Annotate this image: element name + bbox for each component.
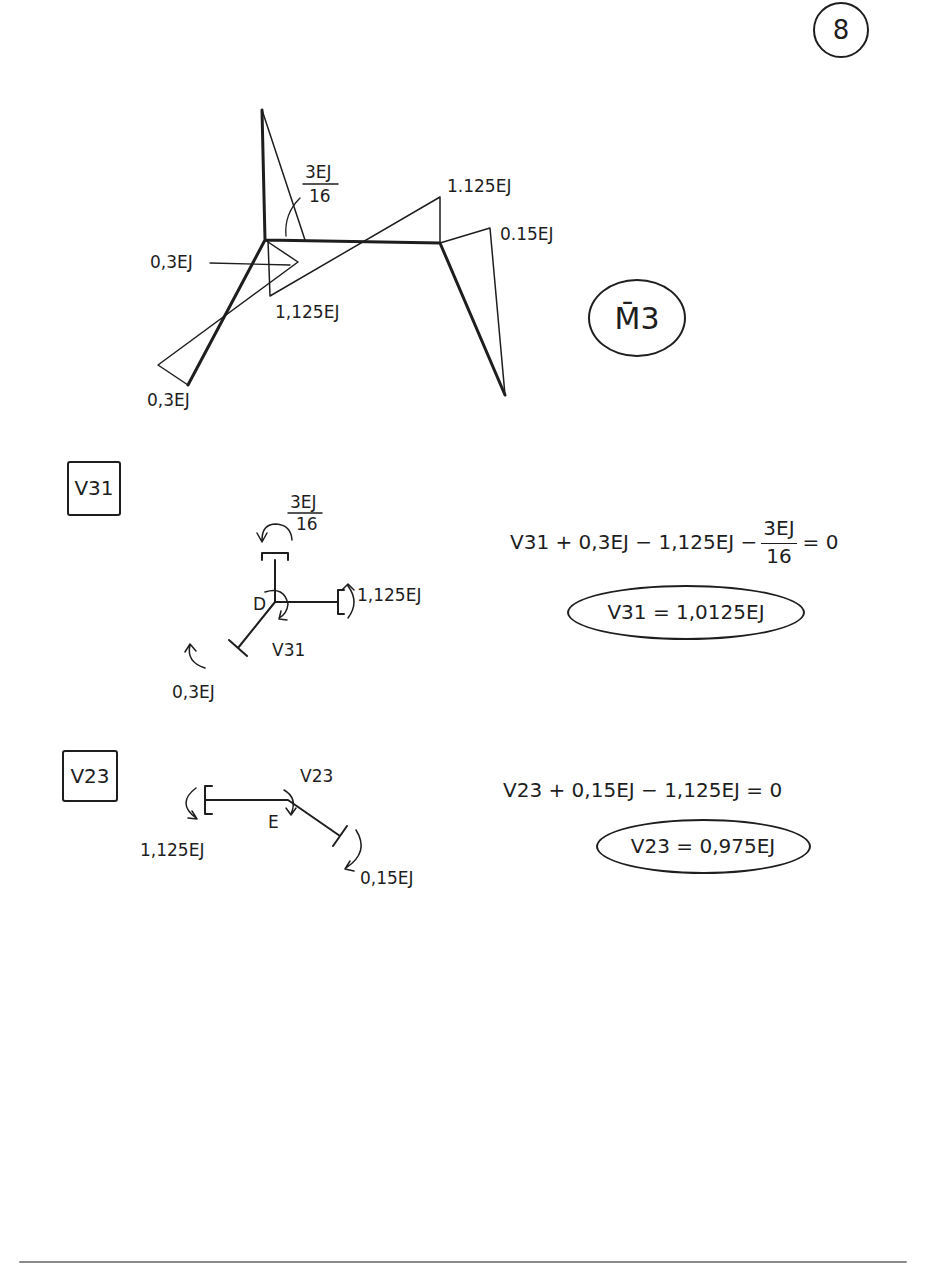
node-text: V31 [74,476,113,500]
moment-arrow [186,788,197,819]
moment-value: 1,125EJ [357,585,421,605]
node-text: M̄3 [615,301,660,336]
moment-diagram [440,228,505,395]
force-name: V23 [300,766,333,786]
node-text: V23 [70,764,109,788]
section-box: V31 [67,461,121,516]
moment-arrow [265,591,288,621]
joint-name: D [253,594,266,614]
moment-value: 1,125EJ [275,302,339,322]
fraction-bar [303,183,338,185]
fraction-bar [761,543,796,544]
frame-member [188,110,505,395]
equation: 3EJ [763,516,794,540]
result-ellipse: V31 = 1,0125EJ [567,585,805,640]
moment-arrow [284,790,296,815]
equation: 16 [766,544,791,568]
node-text: V23 = 0,975EJ [631,834,775,858]
moment-value: 1,125EJ [140,840,204,860]
moment-value: 0.15EJ [500,224,554,244]
equation: V31 + 0,3EJ − 1,125EJ − [510,530,757,554]
diagram-title-circle: M̄3 [588,279,686,357]
moment-value: 1.125EJ [447,176,511,196]
joint-name: E [268,812,279,832]
section-box: V23 [62,750,118,802]
moment-value: 16 [296,514,318,534]
page-number-circle: 8 [813,2,869,58]
moment-diagram [268,197,440,296]
leader-line [210,263,290,265]
moment-value: 3EJ [305,162,332,182]
moment-value: 0,3EJ [150,252,193,272]
moment-value: 0,3EJ [147,390,190,410]
result-ellipse: V23 = 0,975EJ [596,819,811,874]
equation: = 0 [803,530,839,554]
moment-diagram [262,110,305,240]
moment-arrow [185,644,205,668]
moment-value: 0,15EJ [360,868,414,888]
page-edge [20,1261,906,1263]
moment-arrow [257,524,292,542]
joint-free-body [205,786,347,846]
moment-value: 3EJ [290,492,317,512]
node-text: 8 [833,15,850,45]
node-text: V31 = 1,0125EJ [607,600,764,624]
leader-line [286,198,300,236]
force-name: V31 [272,640,305,660]
moment-arrow [342,584,354,618]
moment-arrow [345,830,361,871]
moment-value: 0,3EJ [172,682,215,702]
moment-value: 16 [309,186,331,206]
equation: V23 + 0,15EJ − 1,125EJ = 0 [503,778,782,802]
fraction-bar [288,512,322,514]
